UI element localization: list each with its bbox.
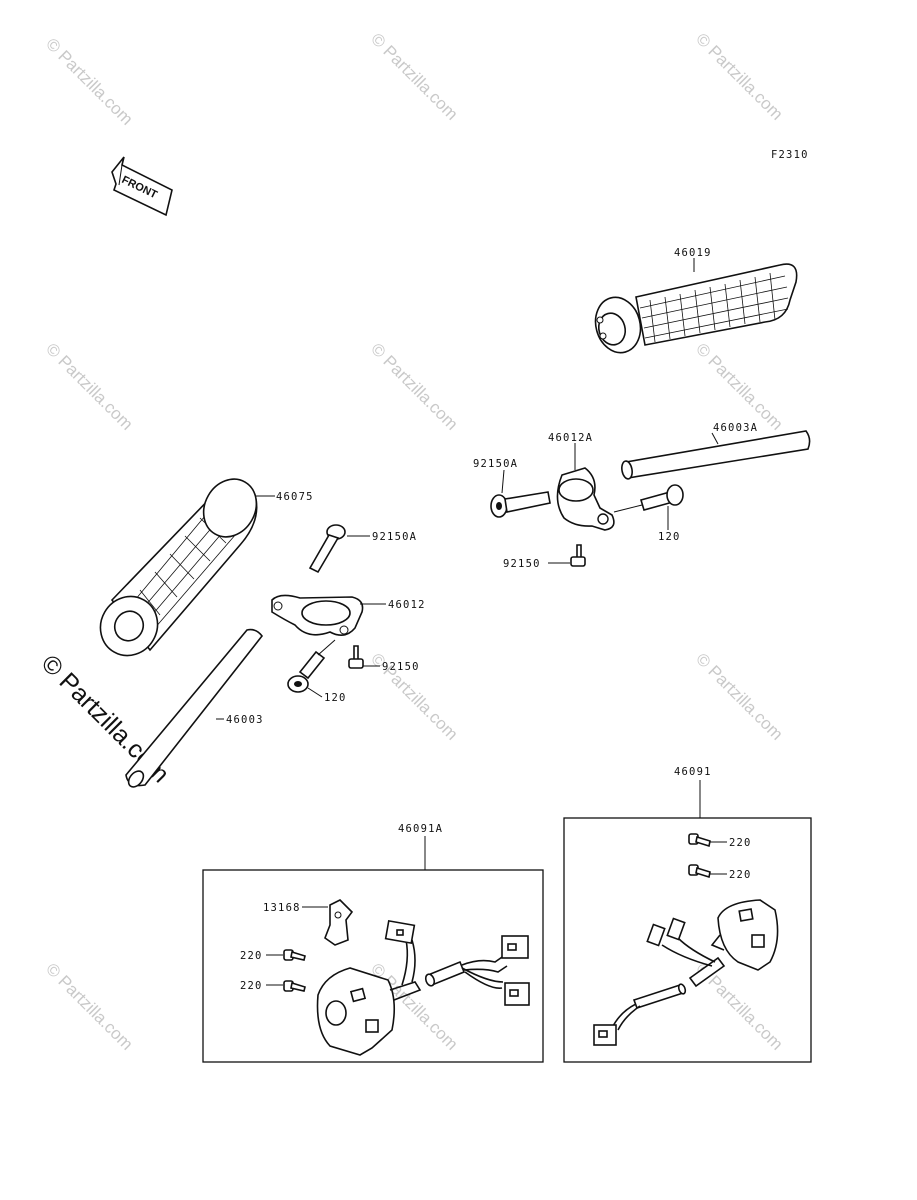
label-92150-left: 92150 bbox=[382, 661, 420, 673]
watermark: © Partzilla.com bbox=[692, 339, 786, 433]
screw-220-b-part bbox=[283, 980, 306, 992]
label-46003A: 46003A bbox=[713, 422, 758, 434]
label-220-left-2: 220 bbox=[240, 980, 263, 992]
screw-right-side-part bbox=[639, 484, 684, 511]
screw-right-bottom-part bbox=[570, 544, 586, 567]
label-92150A-right: 92150A bbox=[473, 458, 518, 470]
screw-left-side-part bbox=[287, 650, 326, 693]
label-46091A: 46091A bbox=[398, 823, 443, 835]
screw-220-d-part bbox=[688, 864, 711, 879]
label-92150-right: 92150 bbox=[503, 558, 541, 570]
figure-code: F2310 bbox=[771, 149, 809, 161]
grip-right-part bbox=[594, 263, 798, 354]
screw-left-bottom-part bbox=[348, 645, 364, 669]
label-46012: 46012 bbox=[388, 599, 426, 611]
label-120-right: 120 bbox=[658, 531, 681, 543]
label-46012A: 46012A bbox=[548, 432, 593, 444]
switch-right-housing-part bbox=[710, 899, 779, 971]
watermark: © Partzilla.com bbox=[42, 34, 136, 128]
clamp-part bbox=[324, 899, 354, 946]
screw-220-c-part bbox=[688, 833, 711, 848]
watermark: © Partzilla.com bbox=[42, 339, 136, 433]
handlebar-left-part bbox=[125, 628, 264, 788]
front-direction-arrow: FRONT bbox=[111, 156, 173, 217]
bolt-left-part bbox=[308, 524, 346, 574]
label-46075: 46075 bbox=[276, 491, 314, 503]
label-120-left: 120 bbox=[324, 692, 347, 704]
grip-left-part bbox=[99, 478, 258, 657]
label-13168: 13168 bbox=[263, 902, 301, 914]
handlebar-right-part bbox=[621, 430, 811, 480]
watermark: © Partzilla.com bbox=[692, 649, 786, 743]
label-92150A-left: 92150A bbox=[372, 531, 417, 543]
switch-left-box bbox=[202, 869, 544, 1063]
label-46091: 46091 bbox=[674, 766, 712, 778]
watermark: © Partzilla.com bbox=[692, 29, 786, 123]
bolt-right-part bbox=[490, 491, 551, 518]
holder-left-part bbox=[271, 594, 364, 636]
switch-right-box bbox=[563, 817, 812, 1063]
watermark: © Partzilla.com bbox=[367, 339, 461, 433]
label-220-left-1: 220 bbox=[240, 950, 263, 962]
watermark: © Partzilla.com bbox=[42, 959, 136, 1053]
switch-left-wiring-part bbox=[384, 919, 530, 1006]
label-46003: 46003 bbox=[226, 714, 264, 726]
holder-right-part bbox=[556, 467, 615, 531]
switch-left-housing-part bbox=[316, 967, 422, 1056]
screw-220-a-part bbox=[283, 949, 306, 961]
label-220-right-1: 220 bbox=[729, 837, 752, 849]
label-46019: 46019 bbox=[674, 247, 712, 259]
watermark: © Partzilla.com bbox=[367, 29, 461, 123]
label-220-right-2: 220 bbox=[729, 869, 752, 881]
switch-right-wiring-part bbox=[593, 917, 726, 1046]
